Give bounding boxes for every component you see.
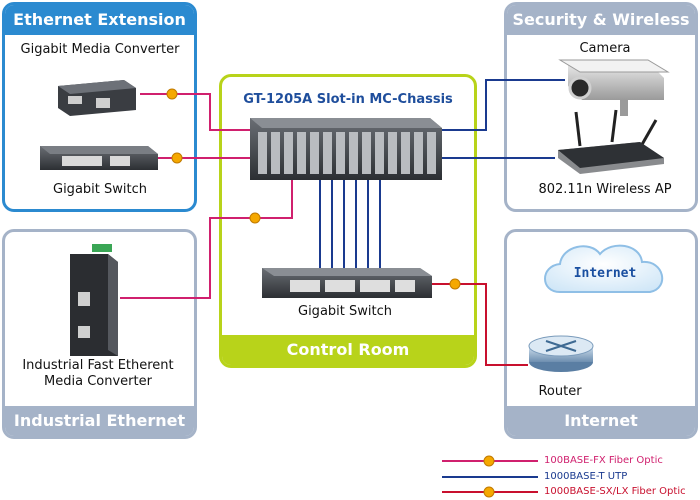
sxlx-fiber-line-router bbox=[432, 283, 528, 366]
internet-title: Internet bbox=[507, 406, 695, 436]
legend-utp-label: 1000BASE-T UTP bbox=[544, 471, 628, 482]
utp-line-camera bbox=[440, 79, 565, 131]
legend bbox=[442, 455, 538, 498]
industrial-converter-device bbox=[70, 244, 118, 356]
mc-chassis-device bbox=[250, 118, 442, 180]
router-label: Router bbox=[538, 384, 582, 399]
legend-fx-label: 100BASE-FX Fiber Optic bbox=[544, 455, 663, 466]
fiber-line-industrial bbox=[120, 180, 293, 299]
gigabit-switch-center-label: Gigabit Switch bbox=[298, 304, 392, 319]
ethernet-extension-panel: Ethernet Extension bbox=[2, 2, 197, 212]
security-wireless-panel: Security & Wireless bbox=[504, 2, 698, 212]
industrial-ethernet-title: Industrial Ethernet bbox=[5, 406, 194, 436]
fiber-connectors bbox=[166, 88, 461, 290]
media-converter-label: Gigabit Media Converter bbox=[20, 42, 180, 57]
security-wireless-title: Security & Wireless bbox=[507, 5, 695, 35]
gigabit-switch-left-device bbox=[40, 146, 158, 170]
router-device bbox=[528, 335, 594, 372]
camera-label: Camera bbox=[579, 41, 631, 56]
chassis-title: GT-1205A Slot-in MC-Chassis bbox=[243, 92, 453, 107]
legend-sxlx-label: 1000BASE-SX/LX Fiber Optic bbox=[544, 486, 686, 497]
control-room-title: Control Room bbox=[222, 335, 474, 365]
utp-lines bbox=[319, 79, 565, 268]
ethernet-extension-title: Ethernet Extension bbox=[5, 5, 194, 35]
gigabit-switch-center-device bbox=[262, 268, 432, 298]
media-converter-device bbox=[58, 80, 136, 116]
gigabit-switch-left-label: Gigabit Switch bbox=[53, 182, 147, 197]
chassis-slots bbox=[258, 132, 436, 174]
wireless-ap-label: 802.11n Wireless AP bbox=[538, 182, 672, 197]
camera-device bbox=[558, 59, 670, 116]
industrial-converter-label: Industrial Fast Etherent Media Converter bbox=[22, 358, 174, 389]
internet-cloud bbox=[544, 244, 664, 293]
internet-cloud-label: Internet bbox=[573, 266, 637, 281]
wireless-ap-device bbox=[558, 109, 664, 174]
